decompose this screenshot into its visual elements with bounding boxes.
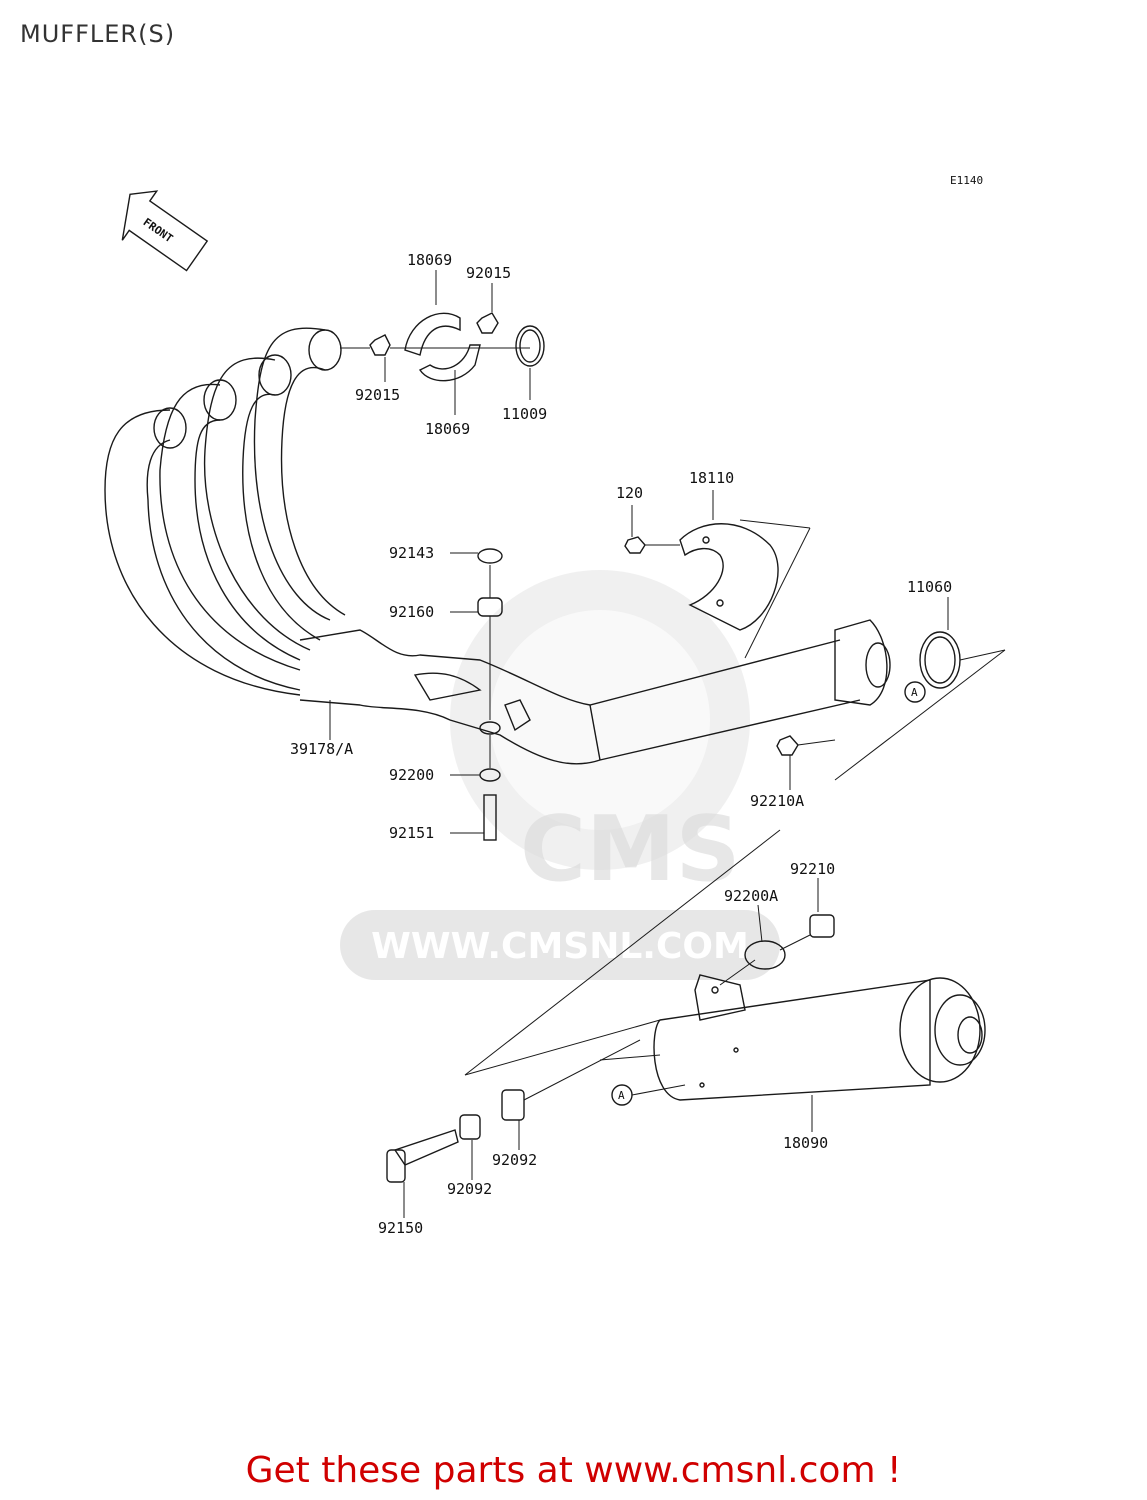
damper-92092-right	[501, 1089, 525, 1121]
part-label-120: 120	[616, 484, 643, 502]
front-arrow-icon: FRONT	[121, 190, 209, 272]
part-label-92151: 92151	[389, 824, 434, 842]
part-label-92150: 92150	[378, 1219, 423, 1237]
part-label-92160: 92160	[389, 603, 434, 621]
part-label-92200: 92200	[389, 766, 434, 784]
page-title: MUFFLER(S)	[20, 20, 176, 48]
bolt-92151	[483, 794, 497, 841]
part-label-18069-bottom: 18069	[425, 420, 470, 438]
part-label-92210a: 92210A	[750, 792, 804, 810]
part-label-92092-left: 92092	[447, 1180, 492, 1198]
nut-92210A	[776, 735, 799, 756]
nut-92015-bottom	[369, 334, 391, 356]
part-label-18110: 18110	[689, 469, 734, 487]
part-label-11009: 11009	[502, 405, 547, 423]
front-label: FRONT	[141, 216, 176, 246]
watermark-url: WWW.CMSNL.COM	[371, 926, 749, 967]
ref-marker-a-bottom-label: A	[618, 1089, 625, 1102]
part-label-92143: 92143	[389, 544, 434, 562]
part-label-92210: 92210	[790, 860, 835, 878]
watermark-logo: CMS	[520, 797, 740, 902]
collar-92092-left	[459, 1114, 481, 1140]
bolt-120	[624, 536, 646, 554]
muffler-18090	[464, 829, 986, 1101]
part-label-92200a: 92200A	[724, 887, 778, 905]
part-label-18090: 18090	[783, 1134, 828, 1152]
heat-guard-18110	[679, 519, 811, 659]
part-label-39178-a: 39178/A	[290, 740, 353, 758]
part-label-92092-right: 92092	[492, 1151, 537, 1169]
part-label-92015-top: 92015	[466, 264, 511, 282]
diagram-code: E1140	[950, 174, 983, 187]
ref-marker-a-top	[904, 681, 926, 703]
parts-diagram: CMS WWW.CMSNL.COM E1140 FRONT	[104, 174, 1006, 1237]
footer-link[interactable]: Get these parts at www.cmsnl.com !	[245, 1450, 902, 1491]
nut-92015-top	[476, 312, 499, 334]
bolt-92150	[393, 1129, 459, 1166]
collar-92210	[809, 914, 835, 938]
exhaust-header-pipes	[104, 327, 861, 765]
clamp-18069	[404, 312, 481, 382]
gasket-11060	[919, 631, 961, 689]
part-label-92015-bottom: 92015	[355, 386, 400, 404]
watermark: CMS WWW.CMSNL.COM	[340, 570, 780, 980]
collar-92143	[477, 548, 503, 564]
washer-92200A	[744, 940, 786, 970]
part-label-18069-top: 18069	[407, 251, 452, 269]
flange-end	[834, 619, 891, 706]
gasket-11009	[515, 325, 545, 367]
ref-marker-a-top-label: A	[911, 686, 918, 699]
part-label-11060: 11060	[907, 578, 952, 596]
